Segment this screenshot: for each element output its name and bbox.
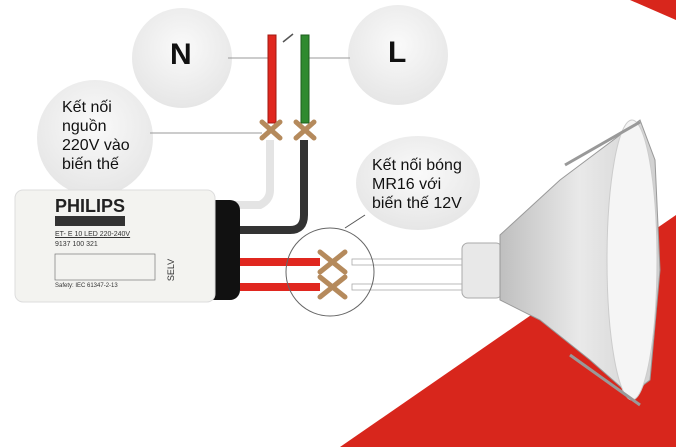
neutral-bubble bbox=[132, 8, 232, 108]
connector-neutral bbox=[259, 119, 283, 141]
transformer-model: ET- E 10 LED 220-240V bbox=[55, 231, 131, 238]
transformer-safety: Safety: IEC 61347-2-13 bbox=[55, 283, 118, 289]
callout-line: MR16 với bbox=[372, 176, 442, 193]
output-wire-red-2 bbox=[240, 283, 320, 291]
lamp-pointer bbox=[344, 214, 366, 229]
neutral-wire-red bbox=[267, 34, 277, 124]
lamp-socket bbox=[461, 242, 503, 299]
lamp-callout-bubble bbox=[356, 136, 480, 230]
transformer-spec-table bbox=[54, 253, 156, 281]
line-wire-green bbox=[300, 34, 310, 124]
lamp-wire-2 bbox=[351, 283, 468, 291]
line-bubble bbox=[348, 5, 448, 105]
lamp-spring-bottom bbox=[569, 353, 641, 407]
lamp-wire-1 bbox=[351, 258, 468, 266]
connector-output-2 bbox=[317, 274, 348, 300]
callout-line: nguồn bbox=[62, 118, 107, 135]
callout-line: Kết nối bóng bbox=[372, 157, 462, 174]
red-corner-shape bbox=[630, 0, 676, 20]
wire-break-mark bbox=[282, 33, 294, 43]
neutral-wire-white bbox=[215, 140, 274, 209]
transformer-code: 9137 100 321 bbox=[55, 241, 98, 248]
callout-line: biến thế bbox=[62, 156, 119, 173]
mains-callout-bubble bbox=[37, 80, 153, 196]
callout-line: Kết nối bbox=[62, 99, 112, 116]
lamp-trim-ring bbox=[606, 119, 658, 401]
transformer-brand: PHILIPS bbox=[55, 196, 126, 216]
lamp-callout-text: Kết nối bóng MR16 với biến thế 12V bbox=[372, 156, 462, 213]
transformer-selv: SELV bbox=[166, 258, 177, 282]
detail-circle bbox=[285, 227, 375, 317]
connector-line bbox=[293, 119, 317, 141]
line-label: L bbox=[388, 36, 407, 69]
connector-output-1 bbox=[317, 249, 348, 275]
neutral-label: N bbox=[170, 38, 192, 71]
output-wire-red-1 bbox=[240, 258, 320, 266]
line-wire-black bbox=[215, 140, 308, 234]
transformer-label-bar bbox=[55, 216, 125, 226]
lamp-spring-top bbox=[564, 120, 641, 167]
mains-callout-text: Kết nối nguồn 220V vào biến thế bbox=[62, 98, 130, 174]
callout-line: 220V vào bbox=[62, 137, 130, 154]
callout-line: biến thế 12V bbox=[372, 195, 462, 212]
